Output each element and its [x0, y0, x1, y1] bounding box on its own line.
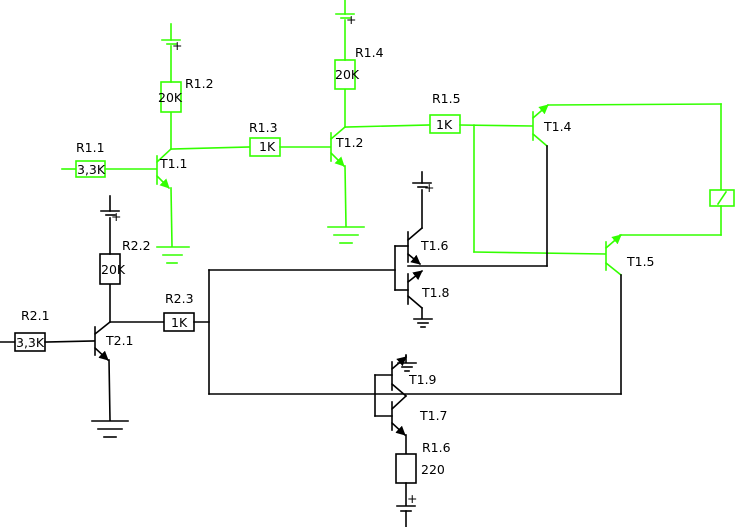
resistor-label-r1-4: R1.4	[355, 45, 384, 60]
resistor-r1-1: R1.1 3,3K	[61, 140, 157, 178]
transistor-label-t1-8: T1.8	[421, 285, 450, 300]
transistor-label-t1-7: T1.7	[419, 408, 448, 423]
transistor-t1-2: T1.2	[329, 125, 364, 168]
active-circuit: R1.1 3,3K T1.1 R1.2 20K	[61, 0, 735, 277]
resistor-label-r2-2: R2.2	[122, 238, 151, 253]
resistor-r2-2: R2.2 20K	[99, 217, 151, 323]
ground-symbol	[327, 226, 365, 244]
transistor-t1-4: T1.4	[531, 103, 572, 148]
transistor-label-t1-5: T1.5	[626, 254, 655, 269]
plus-sign: +	[424, 180, 434, 195]
resistor-r1-4: R1.4 20K	[334, 19, 384, 128]
transistor-label-t1-9: T1.9	[408, 372, 437, 387]
plus-sign: +	[346, 12, 356, 27]
inactive-circuit: T1.6 + T1.8	[0, 145, 622, 527]
resistor-value-r1-6: 220	[421, 462, 445, 477]
resistor-r2-1: R2.1 3,3K	[0, 308, 95, 352]
battery-symbol: +	[412, 171, 434, 195]
transistor-label-t1-6: T1.6	[420, 238, 449, 253]
transistor-label-t1-1: T1.1	[159, 156, 188, 171]
ground-symbol	[156, 246, 190, 264]
battery-symbol: +	[335, 0, 356, 27]
transistor-t1-1: T1.1	[155, 147, 188, 190]
resistor-r1-2: R1.2 20K	[158, 45, 214, 150]
transistor-t2-1: T2.1	[93, 320, 134, 362]
resistor-r1-6: R1.6 220	[395, 434, 451, 506]
resistor-r2-3: R2.3 1K	[109, 291, 210, 332]
resistor-value-r1-3: 1K	[259, 139, 276, 154]
resistor-label-r1-5: R1.5	[432, 91, 461, 106]
ground-symbol	[91, 420, 129, 438]
relay-coil-symbol	[709, 189, 735, 207]
ground-symbol	[397, 355, 417, 372]
resistor-label-r2-1: R2.1	[21, 308, 50, 323]
resistor-r1-5: R1.5 1K	[344, 91, 533, 134]
resistor-value-r1-5: 1K	[436, 117, 453, 132]
transistor-t1-7: T1.7	[390, 394, 448, 437]
plus-sign: +	[407, 491, 417, 506]
resistor-value-r1-4: 20K	[335, 67, 360, 82]
resistor-label-r1-1: R1.1	[76, 140, 105, 155]
resistor-value-r1-1: 3,3K	[77, 162, 106, 177]
resistor-value-r1-2: 20K	[158, 90, 183, 105]
resistor-label-r2-3: R2.3	[165, 291, 194, 306]
resistor-value-r2-3: 1K	[171, 315, 188, 330]
transistor-t1-5: T1.5	[604, 233, 655, 277]
transistor-label-t2-1: T2.1	[105, 333, 134, 348]
transistor-t1-8: T1.8	[406, 269, 450, 310]
plus-sign: +	[172, 38, 182, 53]
resistor-label-r1-3: R1.3	[249, 120, 278, 135]
battery-symbol: +	[100, 195, 121, 224]
transistor-label-t1-4: T1.4	[543, 119, 572, 134]
battery-symbol: +	[161, 23, 182, 53]
resistor-label-r1-2: R1.2	[185, 76, 214, 91]
transistor-t1-6: T1.6	[406, 226, 449, 266]
plus-sign: +	[111, 209, 121, 224]
transistor-label-t1-2: T1.2	[335, 135, 364, 150]
resistor-value-r2-1: 3,3K	[16, 335, 45, 350]
battery-symbol: +	[396, 491, 417, 527]
resistor-label-r1-6: R1.6	[422, 440, 451, 455]
resistor-r1-3: R1.3 1K	[170, 120, 331, 157]
ground-symbol	[413, 318, 433, 328]
resistor-value-r2-2: 20K	[101, 262, 126, 277]
